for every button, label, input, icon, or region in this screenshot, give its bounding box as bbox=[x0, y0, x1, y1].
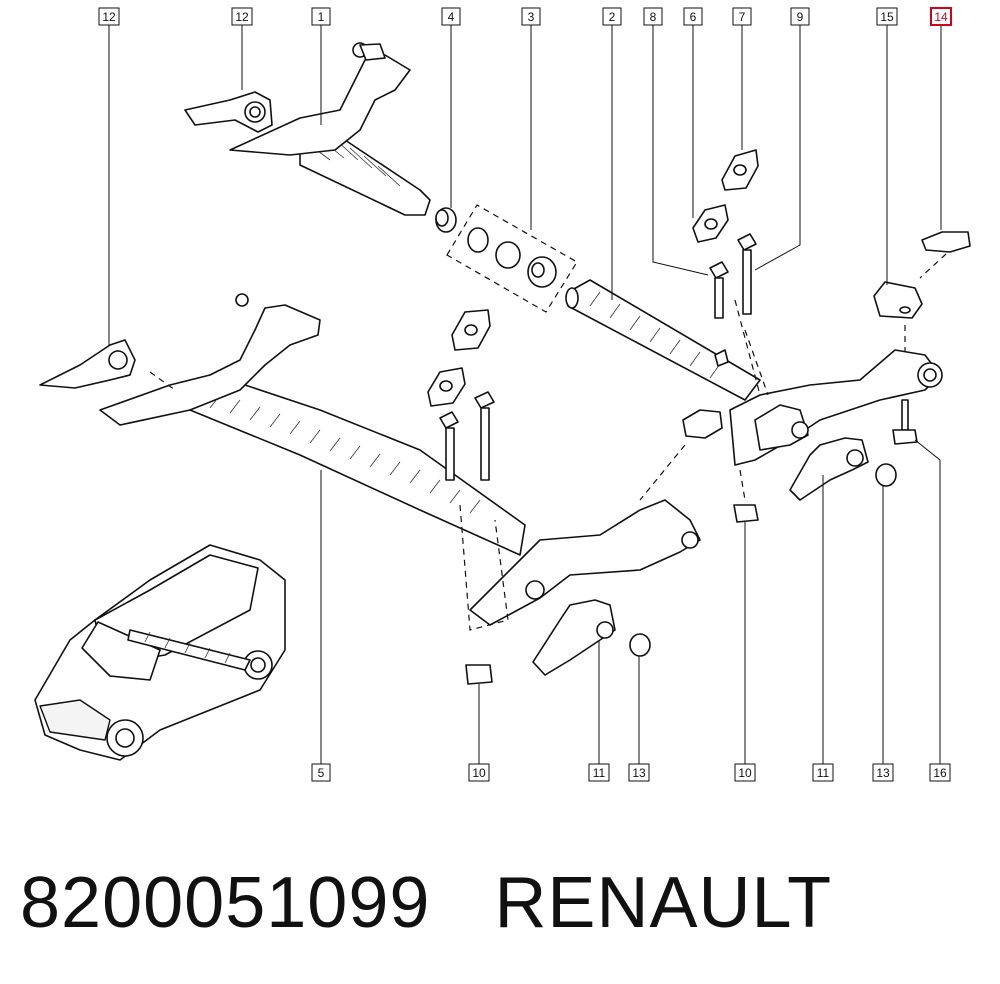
callout-2: 2 bbox=[602, 7, 622, 26]
axle-tube-2 bbox=[565, 279, 761, 401]
callout-labels-top: 12 12 1 4 3 2 8 6 bbox=[98, 7, 952, 26]
callout-12-left: 12 bbox=[98, 7, 120, 26]
plate-7 bbox=[721, 149, 759, 191]
callout-15: 15 bbox=[876, 7, 898, 26]
callout-labels-bottom: 5 10 11 13 10 11 13 16 bbox=[311, 763, 951, 782]
part-number: 8200051099 bbox=[20, 863, 431, 943]
callout-10-right: 10 bbox=[734, 763, 756, 782]
svg-text:12: 12 bbox=[235, 10, 249, 24]
svg-text:12: 12 bbox=[102, 10, 116, 24]
svg-text:16: 16 bbox=[933, 766, 947, 780]
callout-8: 8 bbox=[643, 7, 663, 26]
callout-3: 3 bbox=[521, 7, 541, 26]
screw-16 bbox=[892, 399, 918, 445]
svg-text:6: 6 bbox=[690, 10, 697, 24]
nut-10-right bbox=[733, 504, 759, 523]
svg-text:2: 2 bbox=[609, 10, 616, 24]
bush-13-lower bbox=[629, 633, 651, 657]
svg-text:8: 8 bbox=[650, 10, 657, 24]
svg-text:11: 11 bbox=[817, 766, 830, 780]
bracket-15 bbox=[873, 281, 923, 319]
svg-text:7: 7 bbox=[739, 10, 746, 24]
callout-13-right: 13 bbox=[872, 763, 894, 782]
bracket-11-lower bbox=[532, 599, 616, 676]
callout-11-left: 11 bbox=[588, 763, 610, 782]
callout-12-right: 12 bbox=[231, 7, 253, 26]
lower-plate-b bbox=[427, 367, 466, 407]
svg-text:5: 5 bbox=[318, 766, 325, 780]
callout-11-right: 11 bbox=[812, 763, 834, 782]
svg-text:10: 10 bbox=[738, 766, 752, 780]
svg-text:13: 13 bbox=[632, 766, 646, 780]
lower-right-trailing-arm bbox=[469, 499, 701, 626]
clip-14 bbox=[921, 231, 971, 253]
callout-5: 5 bbox=[311, 763, 331, 782]
bracket-12-lower bbox=[39, 339, 136, 389]
callout-13-left: 13 bbox=[628, 763, 650, 782]
svg-text:3: 3 bbox=[528, 10, 535, 24]
plate-6 bbox=[692, 204, 729, 243]
vehicle-inset-illustration bbox=[34, 544, 286, 761]
lower-left-trailing-arm bbox=[99, 293, 321, 426]
svg-text:1: 1 bbox=[318, 10, 325, 24]
callout-6: 6 bbox=[683, 7, 703, 26]
upper-axle-beam bbox=[184, 42, 431, 216]
callout-7: 7 bbox=[732, 7, 752, 26]
brand-name: RENAULT bbox=[494, 863, 833, 943]
lower-axle-beam bbox=[179, 379, 526, 556]
callout-14-highlighted: 14 bbox=[930, 7, 952, 26]
upper-right-trailing-arm bbox=[714, 349, 943, 466]
svg-text:9: 9 bbox=[797, 10, 804, 24]
bolt-8 bbox=[709, 261, 729, 319]
svg-text:4: 4 bbox=[448, 10, 455, 24]
bracket-11-right bbox=[789, 437, 869, 501]
svg-text:14: 14 bbox=[934, 10, 948, 24]
svg-text:10: 10 bbox=[472, 766, 486, 780]
svg-text:13: 13 bbox=[876, 766, 890, 780]
nut-10-lower bbox=[465, 664, 493, 685]
part-caption: 8200051099 RENAULT bbox=[20, 858, 832, 948]
lower-bolt-b bbox=[439, 411, 459, 481]
callout-1: 1 bbox=[311, 7, 331, 26]
lower-plate-a bbox=[451, 309, 491, 351]
callout-16: 16 bbox=[929, 763, 951, 782]
bushing-4 bbox=[435, 207, 457, 233]
svg-text:11: 11 bbox=[593, 766, 606, 780]
lower-bolt-a bbox=[474, 391, 495, 481]
bushing-set-3 bbox=[446, 204, 578, 313]
callout-4: 4 bbox=[441, 7, 461, 26]
bolt-9 bbox=[737, 233, 757, 315]
bush-13-right bbox=[875, 463, 897, 487]
callout-9: 9 bbox=[790, 7, 810, 26]
leader-lines bbox=[108, 25, 942, 764]
callout-10-left: 10 bbox=[468, 763, 490, 782]
svg-text:15: 15 bbox=[880, 10, 894, 24]
